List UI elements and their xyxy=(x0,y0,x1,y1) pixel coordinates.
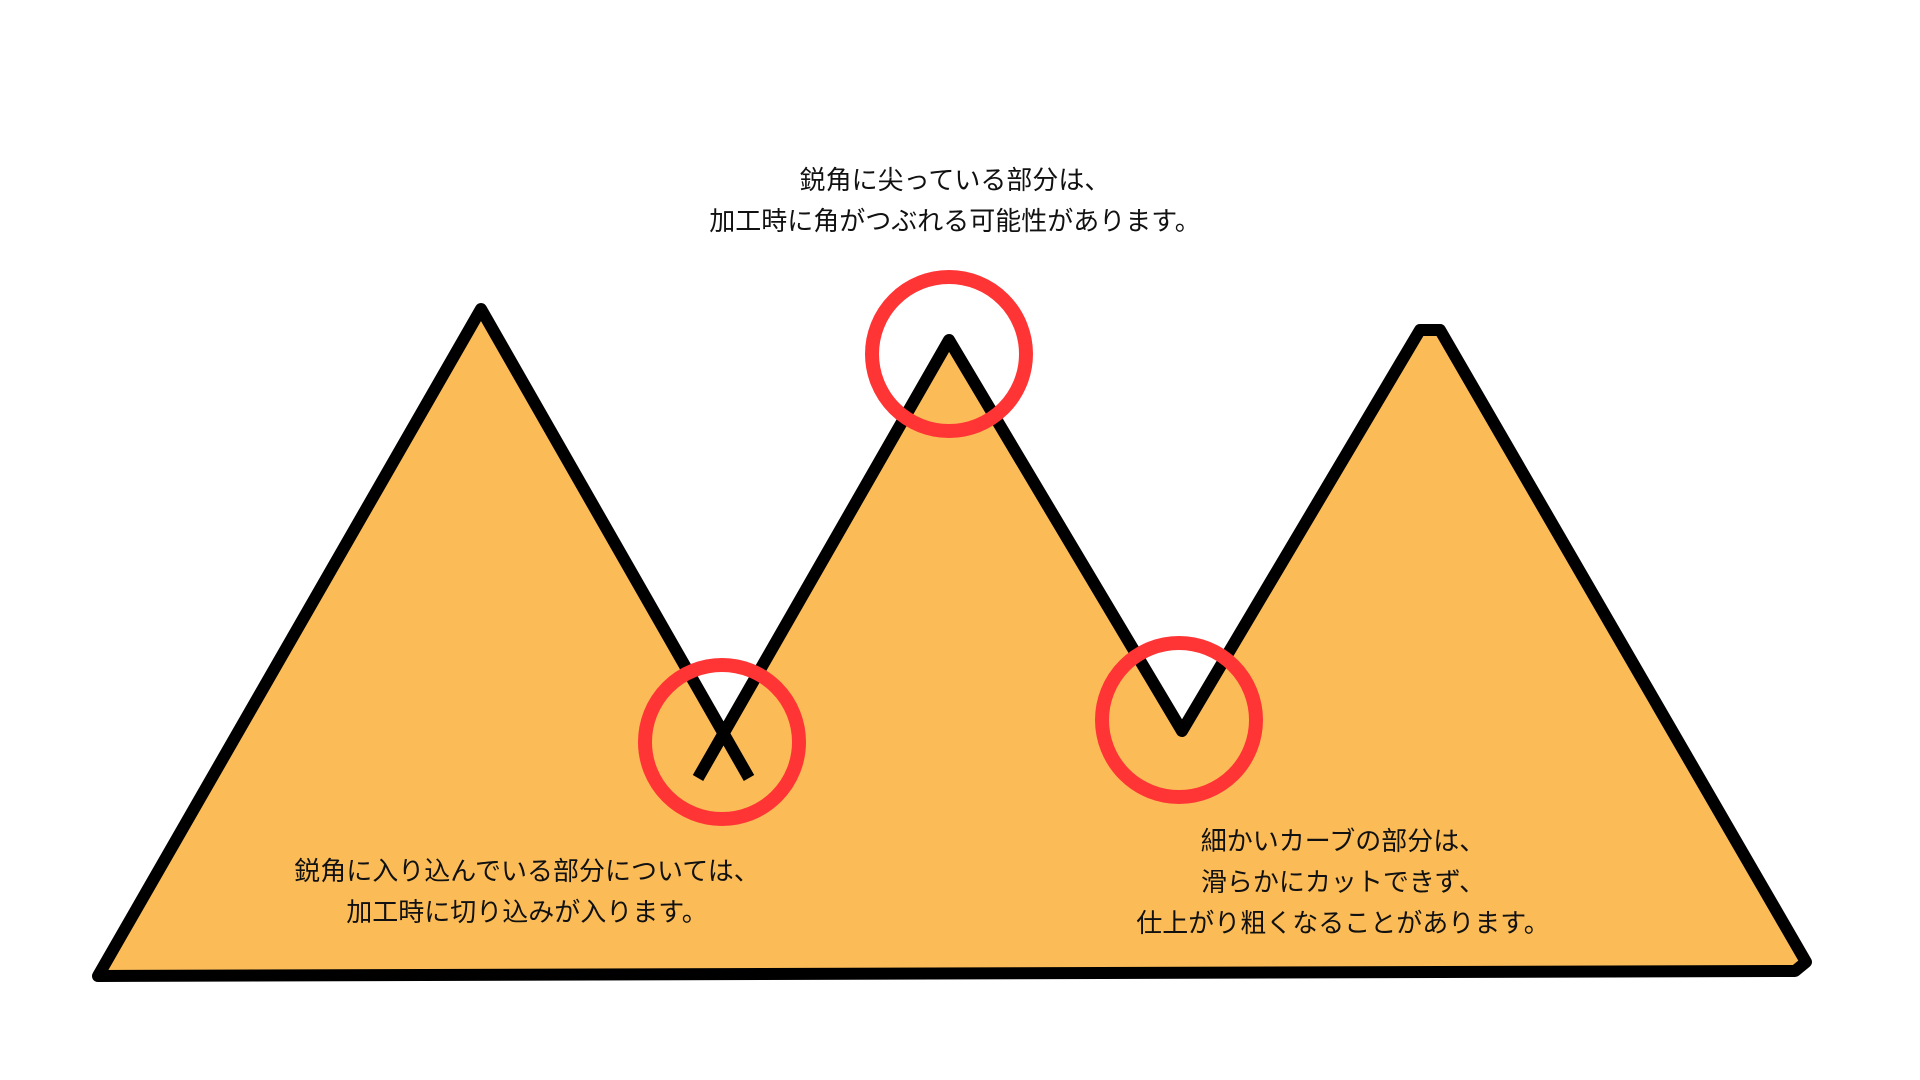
sharp-notch-highlight-circle xyxy=(638,658,806,826)
sharp-peak-highlight-circle xyxy=(865,270,1033,438)
note-line: 加工時に角がつぶれる可能性があります。 xyxy=(709,207,1201,237)
note-line: 鋭角に入り込んでいる部分については、 xyxy=(294,857,760,887)
note-line: 加工時に切り込みが入ります。 xyxy=(346,898,708,928)
note-line: 仕上がり粗くなることがあります。 xyxy=(1136,909,1550,939)
note-sharp-peak: 鋭角に尖っている部分は、 加工時に角がつぶれる可能性があります。 xyxy=(709,161,1200,243)
note-fine-curve: 細かいカーブの部分は、 滑らかにカットできず、 仕上がり粗くなることがあります。 xyxy=(1136,822,1549,945)
mountain-fill xyxy=(98,309,1802,976)
note-line: 細かいカーブの部分は、 xyxy=(1200,827,1486,857)
fine-curve-highlight-circle xyxy=(1095,636,1263,804)
note-line: 鋭角に尖っている部分は、 xyxy=(799,166,1111,196)
mountain-outline xyxy=(92,303,1812,982)
note-sharp-notch: 鋭角に入り込んでいる部分については、 加工時に切り込みが入ります。 xyxy=(294,852,759,934)
note-line: 滑らかにカットできず、 xyxy=(1200,868,1486,898)
